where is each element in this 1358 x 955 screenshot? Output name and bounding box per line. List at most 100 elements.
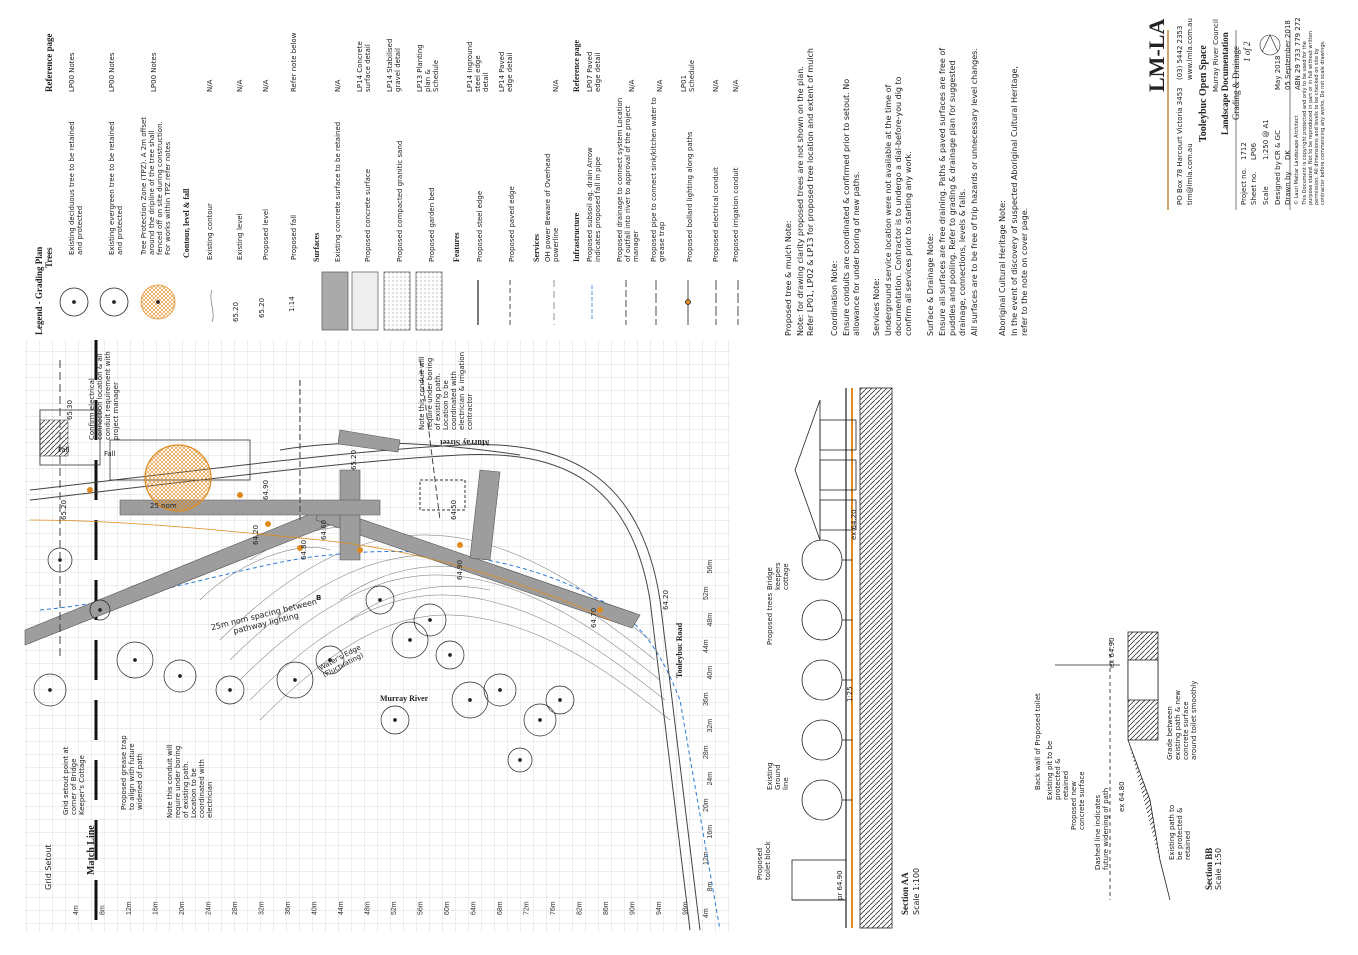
grid-label-left: 64m [471,901,478,915]
legend-ref-steel-edge: LP14 Inground steel edge detail [466,41,490,92]
legend-level-sample-3: 1:14 [288,296,296,312]
grid-setout-label: Grid Setout [44,844,53,890]
street-label: Murray Street [440,438,490,447]
grid-label-left: 36m [285,901,292,915]
grid-label-left: 82m [577,901,584,915]
section-tree [801,719,843,761]
section-bb-label-grade: Grade between existing path & new concre… [1166,680,1198,760]
tb-field-designed-k: Designed by [1274,161,1282,205]
existing-concrete [39,419,69,457]
level-1: 65.20 [60,499,68,520]
grid-label-right: 40m [707,666,714,680]
tb-disclaimer: This Document is copyright protected and… [1302,30,1326,205]
tree-trunk [518,758,522,762]
tb-field-sheet-no-v: LP06 [1250,142,1258,160]
tree-trunk [328,658,332,662]
tree-symbol [89,599,111,621]
annotation-conduit-1: Note this conduit will require under bor… [166,744,214,818]
grid-label-right: 52m [703,586,710,600]
note-tree-title: Proposed tree & mulch Note: [784,220,793,336]
legend-ref-existing-contour: N/A [206,79,214,92]
note-heritage-body: In the event of discovery of suspected A… [1010,65,1029,336]
section-aa-cottage-label: Bridge keepers cottage [766,562,790,590]
grid-label-left: 90m [630,901,637,915]
level-8: 64.70 [590,607,598,628]
tree-symbol [413,603,447,637]
tb-date-1: May 2018 [1274,55,1282,90]
legend-group-trees: Trees [44,247,54,268]
section-tree [801,539,843,581]
bollard-lights [87,487,603,613]
grid-label-left: 4m [73,905,80,915]
tb-email: tim@lmla.com.au [1186,143,1194,205]
note-tree-body: Note: for drawing clarity proposed trees… [796,48,815,336]
legend-item-oh-power: OH power Beware of Overhead powerline [544,153,560,262]
tree-symbol [483,673,517,707]
section-bb-label-pit: Existing pit to be protected & retained [1046,740,1070,800]
tb-phone: (03) 5442 2353 [1176,25,1184,80]
legend-ref-granitic-sand: LP14 Stabilised gravel detail [386,38,402,92]
section-aa-title: Section AA [900,872,910,915]
section-bb-label-backwall: Back wall of Proposed toilet [1034,693,1042,790]
grid-label-right: 16m [707,825,714,839]
section-marker-b: B [316,594,322,602]
existing-trees [33,547,575,773]
tpz-circle [144,444,212,512]
section-tree [801,659,843,701]
tree-trunk [133,658,137,662]
legend-ref-drainage: N/A [628,79,636,92]
legend-ref-header: Reference page [44,33,54,92]
grid-label-left: 40m [312,901,319,915]
tb-abn: ABN 29 733 779 272 [1294,17,1302,90]
tree-symbol [380,705,410,735]
annotation-electrical: Confirm electrical connection location &… [88,351,120,440]
tree-symbol [33,673,67,707]
title-block-rules [1167,30,1291,210]
grid-label-left: 56m [418,901,425,915]
path-nom-label: 25 nom [150,502,177,510]
grid-label-left: 12m [126,901,133,915]
grid-label-right: 36m [703,692,710,706]
legend-ref-header-2: Reference page [572,39,581,92]
legend-ref-proposed-fall: Refer note below [290,32,298,92]
grid-label-left: 94m [656,901,663,915]
section-bb-level-1: ex 64.90 [1108,637,1116,668]
legend-ref-existing-concrete: N/A [334,79,342,92]
tb-field-scale-v: 1:250 @ A1 [1262,119,1270,160]
grid-label-left: 28m [232,901,239,915]
legend-item-garden-bed: Proposed garden bed [428,187,436,262]
section-aa-toilet-label: Proposed toilet block [756,841,772,880]
section-bb-title: Section BB [1204,847,1214,890]
section-bb-label-existing-path: Existing path to be protected & retained [1168,804,1192,860]
grid-label-left: 68m [497,901,504,915]
tb-field-designed-v: CR & GC [1274,130,1282,160]
section-bb-label-dashed: Dashed line indicates future widening of… [1094,787,1110,870]
legend-item-subsoil-drain: Proposed subsoil ag. drain Arrow indicat… [586,147,602,262]
grid-label-right: 56m [707,560,714,574]
legend-item-proposed-level: Proposed level [262,208,270,260]
note-surface-body-1: Ensure all surfaces are free draining. P… [938,47,967,336]
legend-ref-bollard: LP01 Schedule [680,59,696,92]
tree-symbol [116,641,154,679]
legend-level-sample-1: 65.20 [232,301,240,322]
legend-item-proposed-fall: Proposed fall [290,214,298,260]
legend-item-existing-contour: Existing contour [206,203,214,260]
tree-symbol [391,621,429,659]
grid-label-left: 98m [683,901,690,915]
legend-item-steel-edge: Proposed steel edge [476,190,484,262]
section-aa-trees-label: Proposed trees [766,592,774,645]
legend-item-evergreen: Existing evergreen tree to be retained a… [108,121,124,255]
level-4: 64.80 [300,539,308,560]
legend-item-existing-concrete: Existing concrete surface to be retained [334,121,342,262]
annotation-conduit-2: Note this conduit will require under bor… [418,351,474,430]
legend-group-services: Services [532,234,541,262]
legend-ref-proposed-concrete: LP14 Concrete surface detail [356,41,372,92]
legend-ref-existing-level: N/A [236,79,244,92]
section-bb-scale: Scale 1:50 [1214,847,1223,890]
legend-ref-evergreen: LP00 Notes [108,52,116,92]
level-11: 64.60 [320,519,328,540]
legend-ref-deciduous: LP00 Notes [68,52,76,92]
tree-trunk [408,638,412,642]
